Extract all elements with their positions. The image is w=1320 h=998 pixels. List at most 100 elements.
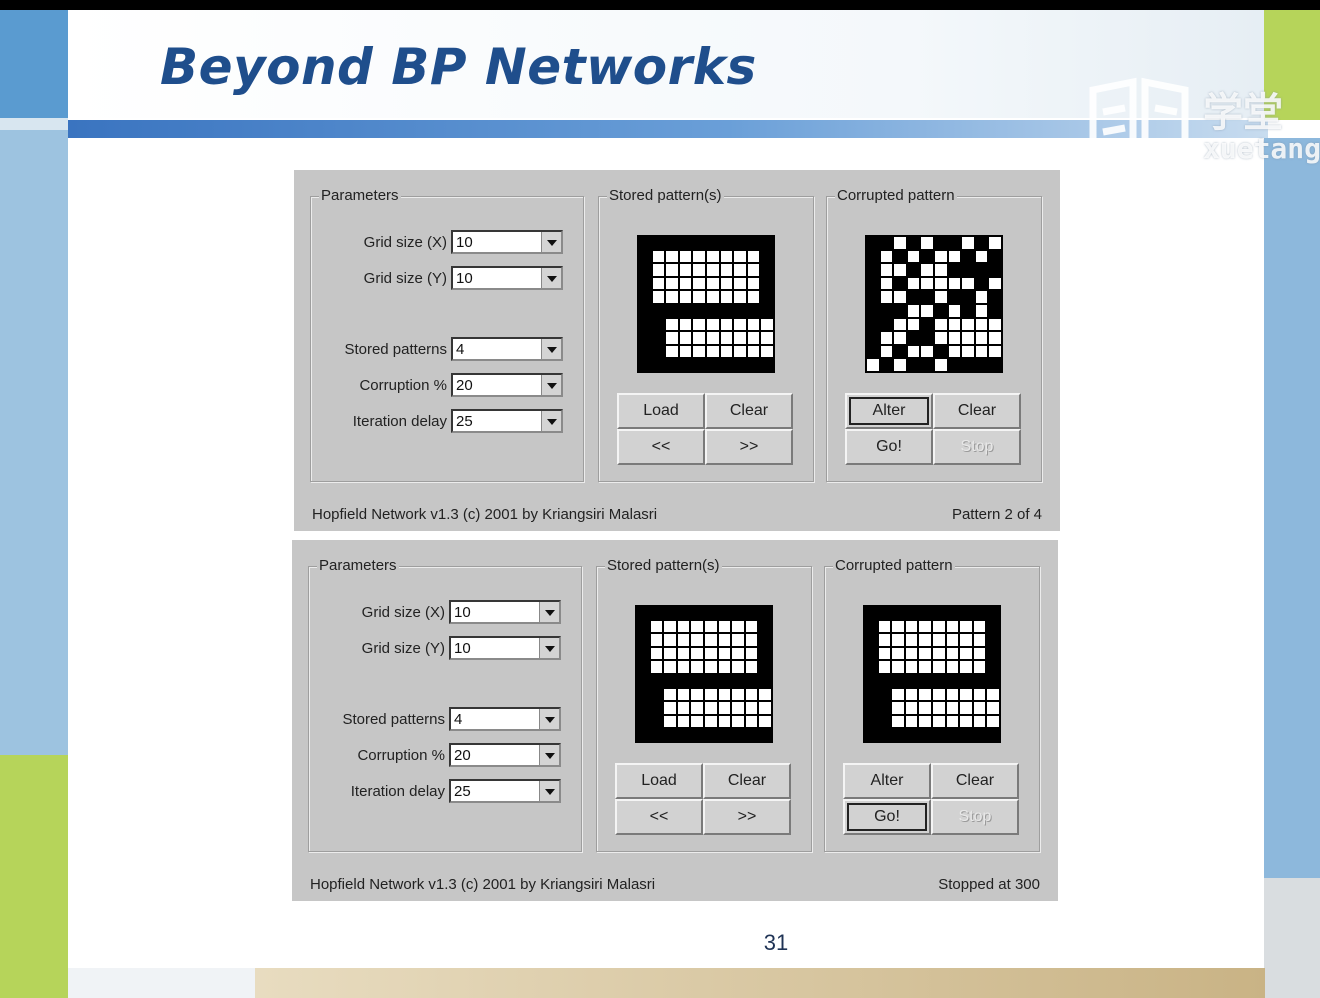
grid-cell[interactable] (677, 688, 690, 701)
grid-cell[interactable] (693, 277, 705, 290)
grid-cell[interactable] (946, 620, 959, 633)
grid-cell[interactable] (894, 237, 906, 249)
grid-cell[interactable] (973, 620, 986, 633)
grid-cell[interactable] (652, 345, 665, 358)
grid-cell[interactable] (759, 607, 771, 619)
grid-cell[interactable] (907, 250, 920, 263)
grid-cell[interactable] (905, 634, 918, 646)
grid-cell[interactable] (907, 332, 920, 344)
grid-cell[interactable] (734, 237, 746, 249)
grid-cell[interactable] (880, 345, 893, 358)
grid-cell[interactable] (907, 318, 920, 331)
grid-cell[interactable] (919, 661, 931, 673)
grid-cell[interactable] (679, 250, 692, 263)
grid-cell[interactable] (732, 607, 744, 619)
grid-cell[interactable] (679, 291, 692, 303)
grid-cell[interactable] (666, 359, 678, 371)
grid-cell[interactable] (894, 264, 906, 276)
stored-pattern-grid[interactable] (635, 605, 773, 743)
grid-cell[interactable] (989, 305, 1001, 317)
grid-cell[interactable] (759, 675, 771, 687)
grid-cell[interactable] (973, 647, 986, 660)
grid-cell[interactable] (867, 237, 879, 249)
grid-cell[interactable] (650, 675, 663, 687)
grid-cell[interactable] (732, 661, 744, 673)
chevron-down-icon[interactable] (539, 638, 559, 658)
stored-patterns-select[interactable]: 4 (451, 337, 563, 361)
grid-cell[interactable] (907, 237, 920, 249)
grid-cell[interactable] (679, 359, 692, 371)
grid-cell[interactable] (946, 634, 959, 646)
grid-cell[interactable] (652, 318, 665, 331)
grid-cell[interactable] (639, 250, 651, 263)
grid-cell[interactable] (948, 359, 961, 371)
grid-cell[interactable] (960, 702, 972, 714)
grid-cell[interactable] (679, 318, 692, 331)
grid-cell[interactable] (761, 332, 773, 344)
chevron-down-icon[interactable] (541, 232, 561, 252)
grid-cell[interactable] (732, 620, 744, 633)
grid-cell[interactable] (975, 237, 988, 249)
grid-cell[interactable] (759, 620, 771, 633)
grid-cell[interactable] (664, 607, 676, 619)
next-pattern-button[interactable]: >> (703, 799, 791, 835)
grid-cell[interactable] (707, 332, 719, 344)
grid-cell[interactable] (691, 729, 703, 741)
grid-cell[interactable] (666, 264, 678, 276)
grid-cell[interactable] (894, 305, 906, 317)
grid-cell[interactable] (987, 715, 999, 728)
grid-cell[interactable] (720, 291, 733, 303)
grid-cell[interactable] (919, 607, 931, 619)
grid-cell[interactable] (761, 250, 773, 263)
grid-cell[interactable] (693, 305, 705, 317)
grid-cell[interactable] (705, 702, 717, 714)
grid-cell[interactable] (878, 729, 891, 741)
grid-cell[interactable] (664, 647, 676, 660)
grid-cell[interactable] (987, 620, 999, 633)
grid-cell[interactable] (734, 291, 746, 303)
grid-cell[interactable] (907, 359, 920, 371)
grid-cell[interactable] (960, 661, 972, 673)
grid-cell[interactable] (679, 277, 692, 290)
grid-cell[interactable] (973, 688, 986, 701)
grid-cell[interactable] (894, 332, 906, 344)
grid-cell[interactable] (948, 291, 961, 303)
grid-cell[interactable] (905, 702, 918, 714)
grid-cell[interactable] (759, 729, 771, 741)
grid-cell[interactable] (664, 715, 676, 728)
grid-cell[interactable] (948, 332, 961, 344)
corruption-select[interactable]: 20 (449, 743, 561, 767)
grid-cell[interactable] (989, 264, 1001, 276)
grid-cell[interactable] (907, 277, 920, 290)
grid-cell[interactable] (962, 332, 974, 344)
grid-cell[interactable] (734, 345, 746, 358)
grid-cell[interactable] (865, 702, 877, 714)
grid-cell[interactable] (679, 237, 692, 249)
chevron-down-icon[interactable] (541, 411, 561, 431)
grid-cell[interactable] (892, 620, 904, 633)
grid-cell[interactable] (639, 332, 651, 344)
grid-cell[interactable] (975, 277, 988, 290)
grid-cell[interactable] (693, 359, 705, 371)
grid-cell[interactable] (894, 359, 906, 371)
grid-cell[interactable] (707, 277, 719, 290)
grid-cell[interactable] (892, 702, 904, 714)
grid-cell[interactable] (935, 345, 947, 358)
grid-cell[interactable] (907, 291, 920, 303)
grid-cell[interactable] (946, 661, 959, 673)
grid-cell[interactable] (933, 607, 945, 619)
grid-y-select[interactable]: 10 (449, 636, 561, 660)
grid-cell[interactable] (747, 305, 760, 317)
grid-cell[interactable] (707, 318, 719, 331)
grid-x-select[interactable]: 10 (449, 600, 561, 624)
grid-cell[interactable] (933, 647, 945, 660)
grid-cell[interactable] (894, 250, 906, 263)
delay-select[interactable]: 25 (451, 409, 563, 433)
grid-cell[interactable] (946, 607, 959, 619)
grid-cell[interactable] (878, 661, 891, 673)
grid-cell[interactable] (718, 647, 731, 660)
grid-cell[interactable] (921, 264, 933, 276)
grid-cell[interactable] (948, 277, 961, 290)
grid-cell[interactable] (664, 620, 676, 633)
grid-cell[interactable] (867, 291, 879, 303)
